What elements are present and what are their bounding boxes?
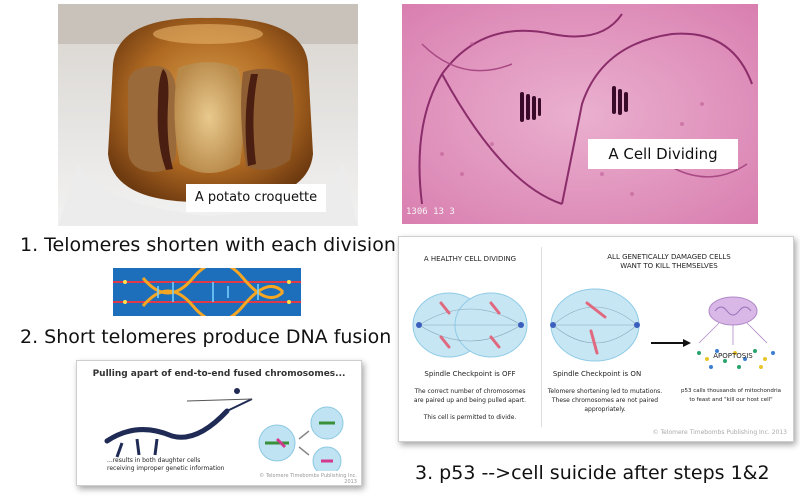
apoptosis-label: APOPTOSIS [713, 352, 753, 360]
apoptosis-desc-2: to feast and "kill our host cell" [689, 397, 773, 403]
cell-division-diagram [412, 288, 775, 369]
spindle-checkpoint-panel: A HEALTHY CELL DIVIDING ALL GENETICALLY … [398, 236, 794, 442]
damaged-desc-3: appropriately. [584, 406, 626, 413]
healthy-desc-1: The correct number of chromosomes [414, 388, 526, 395]
micrograph-stamp: 1306 13 3 [406, 207, 455, 217]
step-2-text: 2. Short telomeres produce DNA fusion [20, 326, 392, 348]
checkpoint-off-label: Spindle Checkpoint is OFF [424, 370, 516, 378]
cell-dividing-photo: 1306 13 3 A Cell Dividing [402, 4, 758, 224]
cell-dividing-caption: A Cell Dividing [588, 139, 738, 169]
damaged-cells-title-2: WANT TO KILL THEMSELVES [620, 262, 718, 270]
croquette-image [58, 4, 358, 226]
healthy-cell-title: A HEALTHY CELL DIVIDING [423, 255, 517, 263]
fusion-panel-title: Pulling apart of end-to-end fused chromo… [92, 369, 346, 379]
fused-chromosomes-panel: Pulling apart of end-to-end fused chromo… [76, 360, 362, 486]
dna-helix-icon [113, 261, 301, 323]
fusion-panel-note: ...results in both daughter cells receiv… [107, 457, 225, 472]
tug-of-war-illustration [104, 388, 344, 471]
panel-divider [541, 247, 542, 427]
croquette-caption: A potato croquette [186, 184, 326, 212]
apoptosis-desc-1: p53 calls thousands of mitochondria [680, 388, 782, 394]
damaged-cells-title-1: ALL GENETICALLY DAMAGED CELLS [607, 253, 731, 261]
step-3-text: 3. p53 -->cell suicide after steps 1&2 [415, 462, 770, 484]
cell-micrograph [402, 4, 758, 224]
healthy-desc-3: This cell is permitted to divide. [423, 414, 517, 421]
checkpoint-on-label: Spindle Checkpoint is ON [552, 370, 642, 378]
step-1-text: 1. Telomeres shorten with each division [20, 234, 396, 256]
fusion-panel-footer: © Telomere Timebombs Publishing Inc. 201… [259, 473, 357, 485]
damaged-desc-1: Telomere shortening led to mutations. [547, 388, 663, 395]
dna-banner [113, 261, 301, 323]
checkpoint-panel-footer: © Telomere Timebombs Publishing Inc. 201… [652, 429, 787, 436]
croquette-photo: A potato croquette [58, 4, 358, 226]
damaged-desc-2: These chromosomes are not paired [551, 397, 659, 404]
healthy-desc-2: are paired up and being pulled apart. [413, 397, 527, 404]
